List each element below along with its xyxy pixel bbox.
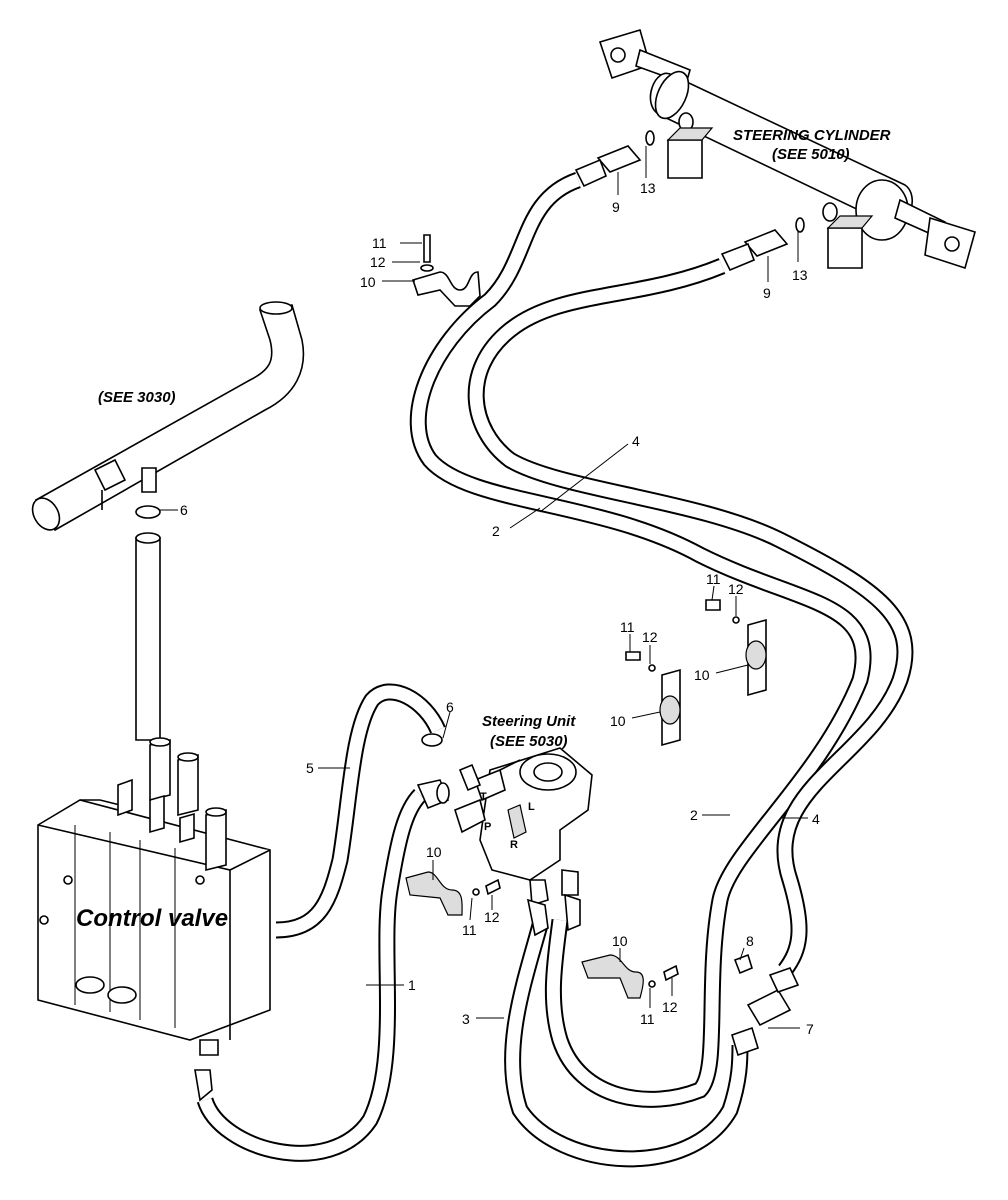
callout-8: 8 [746,933,754,949]
hose-5 [275,683,446,939]
port-t: T [480,791,487,803]
callout-10: 10 [612,933,628,949]
callout-5: 5 [306,760,314,776]
callout-12: 12 [728,581,744,597]
callout-10: 10 [360,274,376,290]
callout-12: 12 [370,254,386,270]
port-l: L [528,801,535,813]
callout-7: 7 [806,1021,814,1037]
steering-unit-title: Steering Unit [482,713,576,730]
clamp-mid-a [625,651,681,747]
return-pipe [31,301,305,532]
callout-11: 11 [462,922,477,938]
callout-10: 10 [426,844,442,860]
callout-9: 9 [612,199,620,215]
callout-10: 10 [610,713,626,729]
pipe-ref: (SEE 3030) [98,389,176,406]
callout-numbers: 11 12 10 9 13 9 13 6 6 5 4 2 2 4 3 1 7 8… [180,180,820,1037]
callout-2: 2 [492,523,500,539]
drain-tube [135,537,161,741]
steering-cylinder-title: STEERING CYLINDER [733,127,891,144]
callout-9: 9 [763,285,771,301]
callout-4: 4 [812,811,820,827]
tee-fitting [731,953,800,1057]
clamp-top [411,234,481,307]
callout-6: 6 [446,699,454,715]
steering-unit [416,733,593,937]
control-valve-label: Control valve [76,905,228,932]
callout-6: 6 [180,502,188,518]
callout-12: 12 [662,999,678,1015]
steering-cylinder-ref: (SEE 5010) [772,146,850,163]
callout-13: 13 [640,180,656,196]
control-valve [37,737,271,1102]
callout-11: 11 [620,619,635,635]
callout-10: 10 [694,667,710,683]
callout-13: 13 [792,267,808,283]
callout-11: 11 [372,235,387,251]
clamp-lower-right [581,954,679,999]
hose-2 [409,171,872,1108]
hose-3 [504,922,749,1168]
callout-12: 12 [642,629,658,645]
leader-lines [160,146,808,1029]
callout-11: 11 [706,571,721,587]
hose-4 [467,258,914,976]
callout-4: 4 [632,433,640,449]
hose-1 [196,788,427,1162]
steering-unit-ref: (SEE 5030) [490,733,568,750]
port-r: R [510,839,518,851]
cylinder-port-fittings [574,130,805,272]
callout-11: 11 [640,1011,655,1027]
callout-3: 3 [462,1011,470,1027]
clamp-mid-b [705,599,767,697]
callout-12: 12 [484,909,500,925]
callout-2: 2 [690,807,698,823]
clamp-lower-left [405,871,501,916]
steering-cylinder [598,29,976,270]
port-p: P [484,821,491,833]
callout-1: 1 [408,977,416,993]
